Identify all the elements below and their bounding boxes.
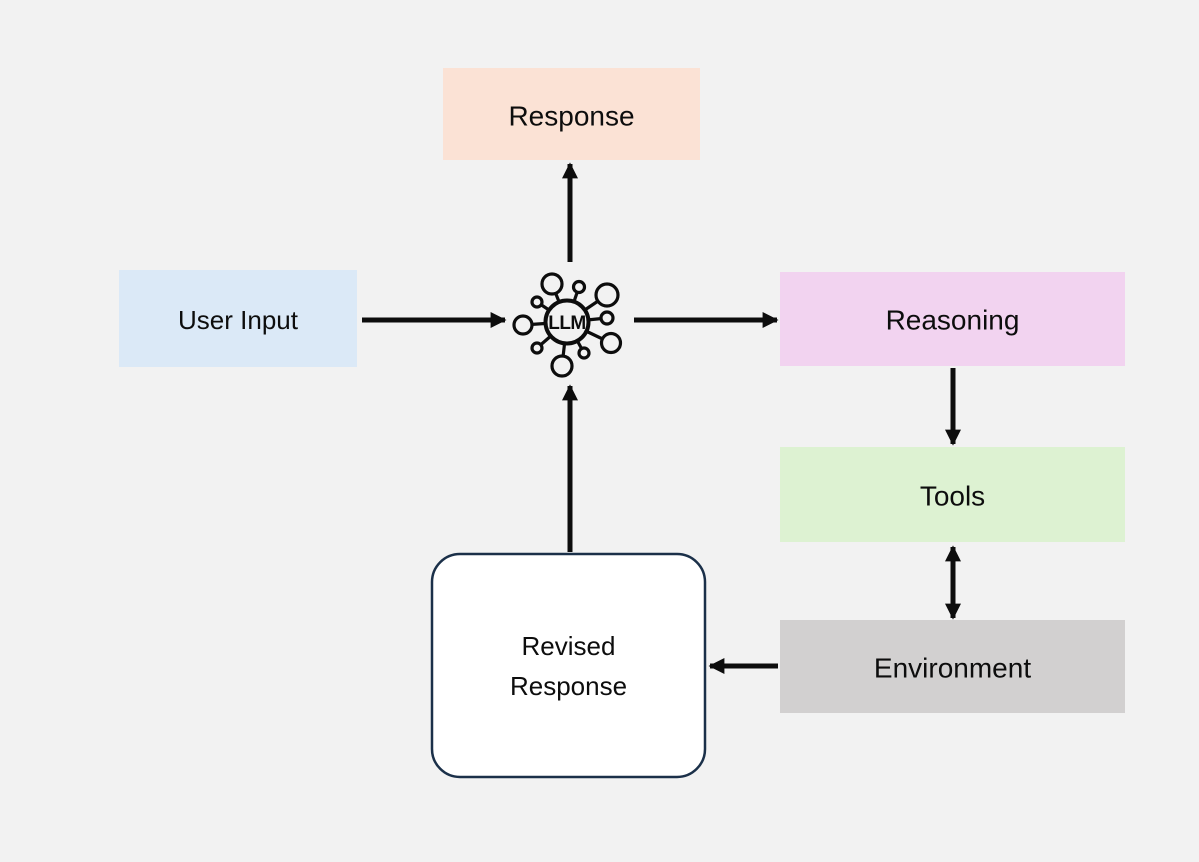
response-label: Response [508, 101, 634, 132]
edges [362, 162, 962, 675]
llm-hub-icon: LLM [512, 272, 623, 378]
reasoning-label: Reasoning [886, 305, 1020, 336]
revised-response-node: Revised Response [430, 552, 707, 779]
revised-response-box [430, 552, 707, 779]
environment-node: Environment [780, 620, 1125, 713]
environment-label: Environment [874, 653, 1031, 684]
reasoning-node: Reasoning [780, 272, 1125, 366]
revised-response-label-line1: Revised [522, 631, 616, 661]
tools-label: Tools [920, 481, 985, 512]
response-node: Response [443, 68, 700, 160]
reasoning-box [780, 272, 1125, 366]
user-input-box [119, 270, 357, 367]
tools-node: Tools [780, 447, 1125, 542]
environment-box [780, 620, 1125, 713]
tools-box [780, 447, 1125, 542]
llm-hub-center-circle [543, 298, 591, 346]
user-input-label: User Input [178, 305, 299, 335]
llm-label: LLM [548, 313, 586, 334]
response-box [443, 68, 700, 160]
revised-response-label-line2: Response [510, 671, 627, 701]
llm-hub-satellites [512, 272, 623, 378]
user-input-node: User Input [119, 270, 357, 367]
